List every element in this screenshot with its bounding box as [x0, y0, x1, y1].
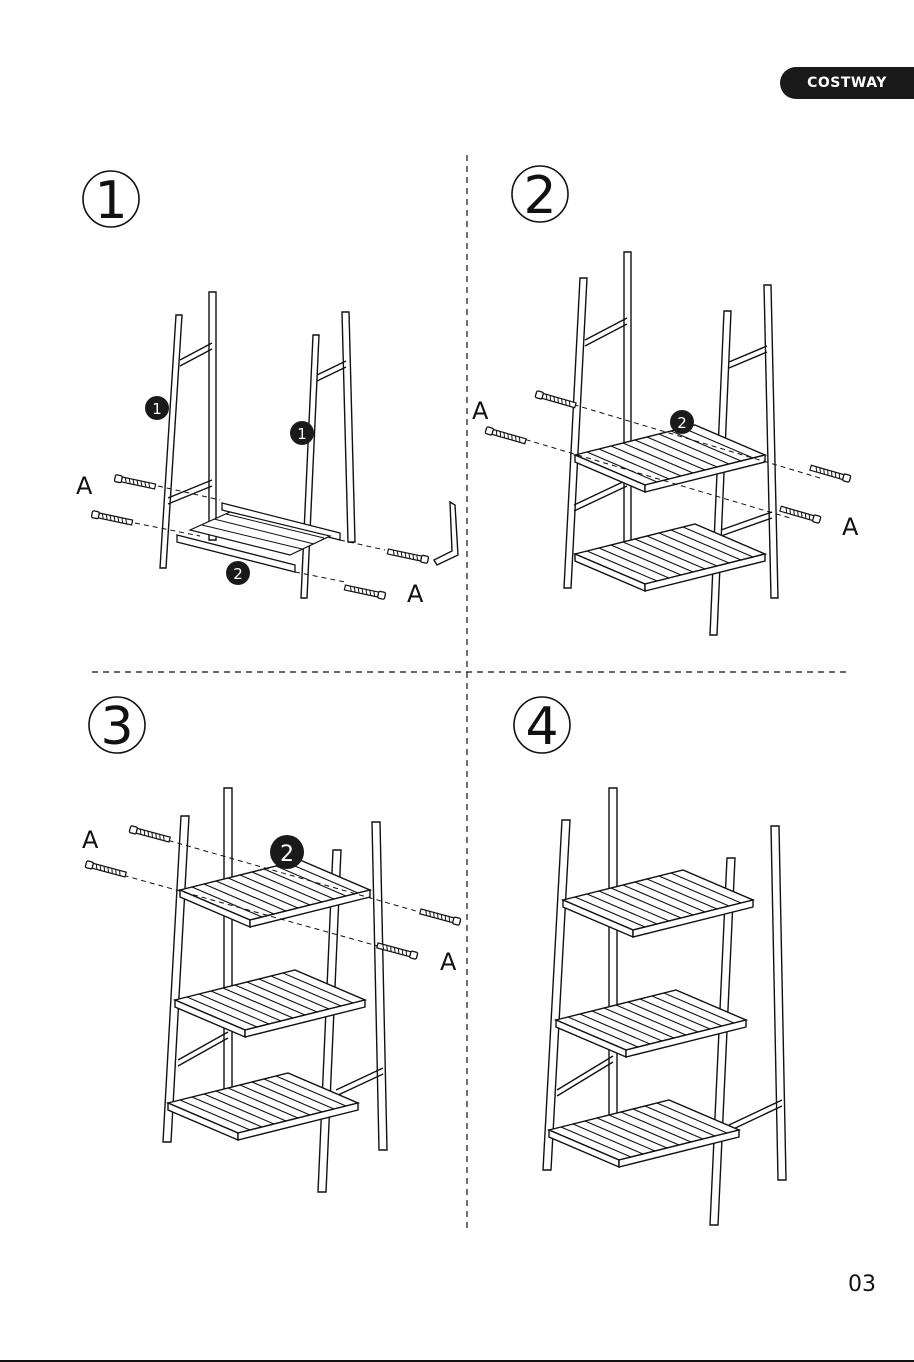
svg-text:2: 2 [280, 842, 294, 867]
bolt-icon [344, 584, 386, 599]
step-2-number: 2 [523, 166, 556, 226]
step-3-badge: 3 [89, 697, 145, 757]
step-1-badge: 1 [83, 171, 139, 231]
bolt-icon [535, 391, 576, 409]
allen-key-icon [434, 502, 458, 565]
part-callout: 2 [270, 835, 304, 869]
shelf-part [575, 524, 765, 591]
hardware-label-a: A [842, 513, 859, 541]
bolt-icon [780, 505, 821, 523]
hardware-label-a: A [472, 397, 489, 425]
step-1-panel: 1 [76, 171, 458, 608]
bolt-icon [419, 908, 460, 925]
bolt-icon [810, 464, 851, 482]
svg-text:1: 1 [152, 400, 162, 418]
bolt-icon [129, 826, 170, 843]
step-1-number: 1 [94, 171, 127, 231]
svg-text:2: 2 [233, 565, 243, 583]
step-2-badge: 2 [512, 166, 568, 226]
hardware-label-a: A [76, 472, 93, 500]
shelf-part [175, 970, 365, 1037]
hardware-label-a: A [440, 948, 457, 976]
hardware-label-a: A [407, 580, 424, 608]
step-4-number: 4 [525, 697, 558, 757]
bolt-icon [485, 427, 526, 445]
shelf-part [556, 990, 746, 1057]
step-3-number: 3 [100, 697, 133, 757]
shelf-part [549, 1100, 739, 1167]
shelf-part [177, 503, 340, 572]
side-frame-left [543, 788, 617, 1170]
step-4-panel: 4 [514, 697, 786, 1225]
side-frame-left [564, 252, 631, 588]
step-4-badge: 4 [514, 697, 570, 757]
svg-text:1: 1 [297, 425, 307, 443]
bolt-icon [91, 511, 133, 526]
bolt-icon [114, 475, 156, 490]
bolt-icon [387, 548, 429, 563]
part-callout: 1 [145, 396, 169, 420]
svg-text:2: 2 [677, 414, 687, 432]
part-callout: 1 [290, 421, 314, 445]
hardware-label-a: A [82, 826, 99, 854]
part-callout: 2 [670, 410, 694, 434]
shelf-part [575, 425, 765, 492]
step-2-panel: 2 2 A [472, 166, 859, 635]
side-frame-right [301, 312, 355, 598]
bolt-icon [85, 861, 126, 878]
part-callout: 2 [226, 561, 250, 585]
step-3-panel: 3 2 A A [82, 697, 461, 1192]
page-number: 03 [848, 1272, 876, 1297]
